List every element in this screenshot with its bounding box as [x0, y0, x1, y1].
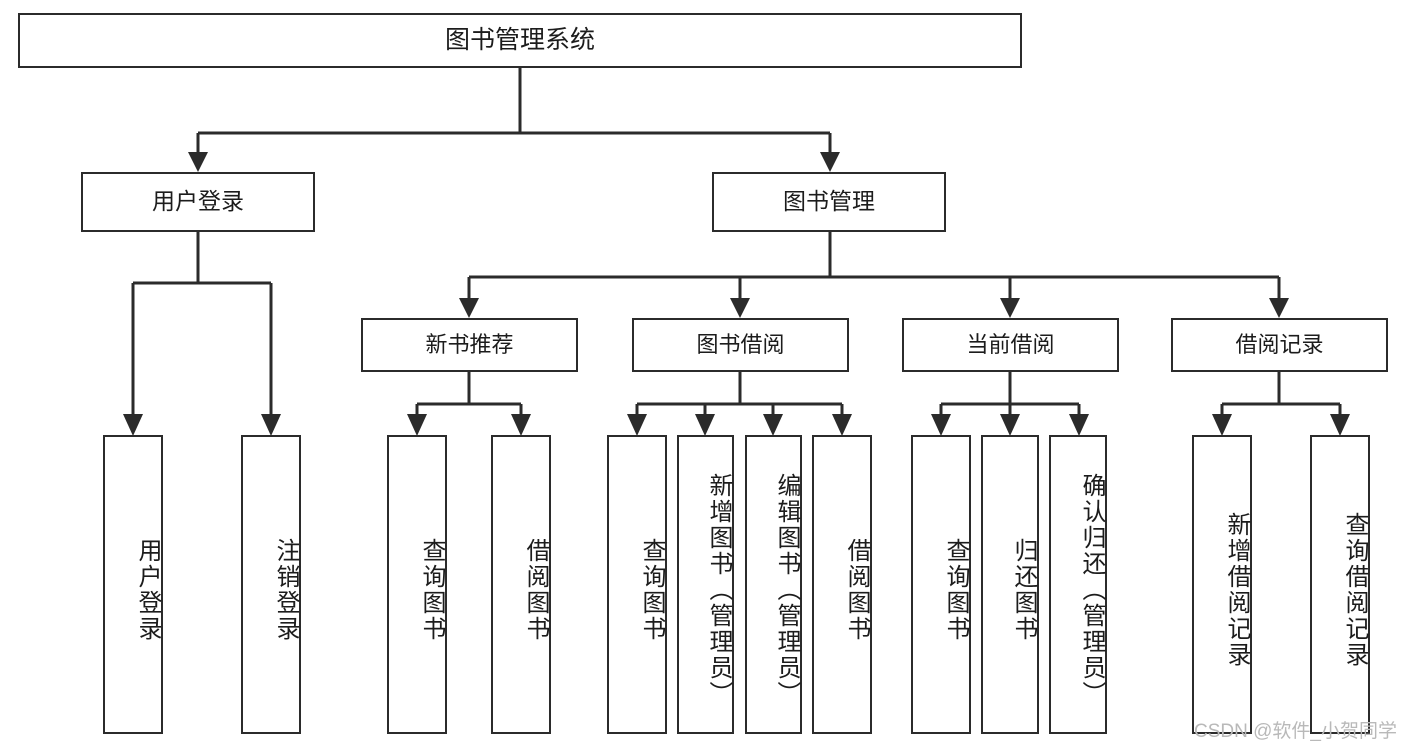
node-book-borrow[interactable]: 图书借阅	[632, 318, 849, 372]
leaf-confirm-return-admin[interactable]: 确认归还（管理员）	[1049, 435, 1107, 734]
node-borrow-record[interactable]: 借阅记录	[1171, 318, 1388, 372]
csdn-watermark: CSDN @软件_小贺同学	[1194, 721, 1397, 742]
node-label: 确认归还（管理员）	[1078, 472, 1105, 707]
node-label: 借阅图书	[522, 537, 549, 642]
node-label: 查询借阅记录	[1341, 511, 1368, 668]
node-label: 借阅图书	[843, 537, 870, 642]
leaf-user-login[interactable]: 用户登录	[103, 435, 163, 734]
node-user-login[interactable]: 用户登录	[81, 172, 315, 232]
node-label: 图书借阅	[696, 332, 785, 358]
node-label: 当前借阅	[966, 332, 1055, 358]
leaf-add-borrow-record[interactable]: 新增借阅记录	[1192, 435, 1252, 734]
node-label: 编辑图书（管理员）	[773, 472, 800, 707]
node-current-borrow[interactable]: 当前借阅	[902, 318, 1119, 372]
leaf-borrow-book-recommend[interactable]: 借阅图书	[491, 435, 551, 734]
node-label: 用户登录	[134, 537, 161, 642]
leaf-return-book[interactable]: 归还图书	[981, 435, 1039, 734]
node-book-management[interactable]: 图书管理	[712, 172, 946, 232]
node-label: 借阅记录	[1235, 332, 1324, 358]
leaf-query-book-borrow[interactable]: 查询图书	[607, 435, 667, 734]
node-label: 查询图书	[638, 537, 665, 642]
leaf-borrow-book[interactable]: 借阅图书	[812, 435, 872, 734]
leaf-query-book-recommend[interactable]: 查询图书	[387, 435, 447, 734]
node-new-book-recommend[interactable]: 新书推荐	[361, 318, 578, 372]
node-label: 注销登录	[272, 537, 299, 642]
node-label: 图书管理	[783, 188, 875, 215]
node-label: 新增借阅记录	[1223, 511, 1250, 668]
node-label: 归还图书	[1010, 537, 1037, 642]
leaf-query-book-current[interactable]: 查询图书	[911, 435, 971, 734]
leaf-edit-book-admin[interactable]: 编辑图书（管理员）	[745, 435, 802, 734]
leaf-logout[interactable]: 注销登录	[241, 435, 301, 734]
node-label: 查询图书	[942, 537, 969, 642]
leaf-query-borrow-record[interactable]: 查询借阅记录	[1310, 435, 1370, 734]
node-label: 新增图书（管理员）	[705, 472, 732, 707]
leaf-add-book-admin[interactable]: 新增图书（管理员）	[677, 435, 734, 734]
node-label: 图书管理系统	[444, 25, 595, 54]
node-label: 用户登录	[152, 188, 244, 215]
node-label: 新书推荐	[425, 332, 514, 358]
node-root-system[interactable]: 图书管理系统	[18, 13, 1022, 68]
node-label: 查询图书	[418, 537, 445, 642]
